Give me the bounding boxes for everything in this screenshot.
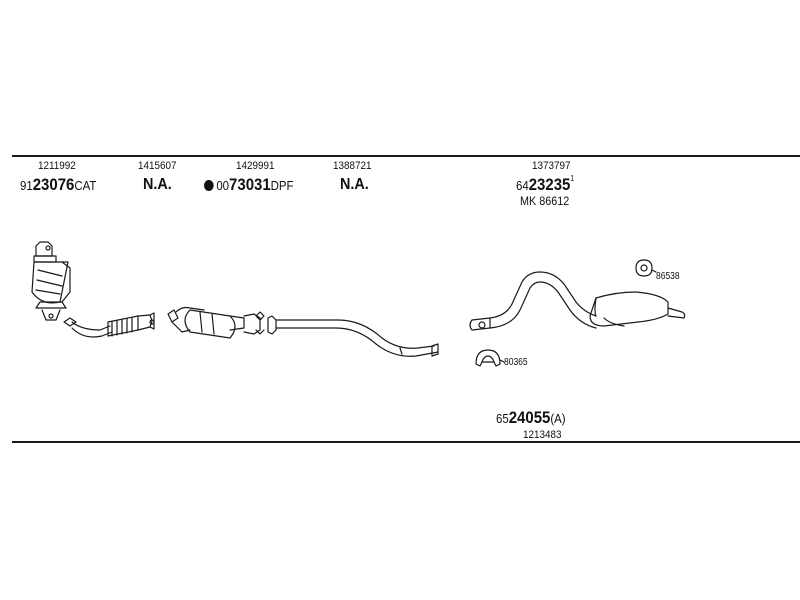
gasket-number[interactable]: 80365 bbox=[504, 357, 528, 368]
part-number-rear-silencer[interactable]: 6524055(A) bbox=[496, 408, 566, 427]
not-available-label: N.A. bbox=[340, 176, 369, 193]
oe-number: 1211992 bbox=[38, 160, 76, 172]
part-number-catalyst[interactable]: 9123076CAT bbox=[20, 175, 97, 194]
mounting-kit-number[interactable]: MK 86612 bbox=[520, 194, 570, 208]
middle-pipe-icon[interactable] bbox=[470, 272, 596, 330]
dpf-filter-icon[interactable] bbox=[168, 308, 264, 339]
rear-silencer-icon[interactable] bbox=[590, 292, 685, 326]
gasket-icon[interactable] bbox=[476, 350, 500, 366]
oe-number: 1388721 bbox=[333, 160, 372, 172]
oe-number: 1373797 bbox=[532, 160, 571, 172]
intermediate-pipe-icon[interactable] bbox=[268, 316, 438, 356]
oe-number: 1213483 bbox=[523, 429, 562, 441]
rubber-mount-icon[interactable] bbox=[636, 260, 656, 276]
rubber-mount-number[interactable]: 86538 bbox=[656, 271, 680, 282]
top-divider bbox=[12, 155, 800, 157]
marker-dot-icon bbox=[204, 180, 214, 191]
part-number-dpf[interactable]: 0073031DPF bbox=[204, 176, 294, 193]
part-number-middle-pipe[interactable]: 64232351 bbox=[516, 174, 575, 194]
front-pipe-icon[interactable] bbox=[64, 313, 154, 337]
oe-number: 1415607 bbox=[138, 160, 177, 172]
manifold-catalyst-icon[interactable] bbox=[32, 242, 70, 320]
oe-number: 1429991 bbox=[236, 160, 275, 172]
bottom-divider bbox=[12, 441, 800, 443]
not-available-label: N.A. bbox=[143, 176, 172, 193]
